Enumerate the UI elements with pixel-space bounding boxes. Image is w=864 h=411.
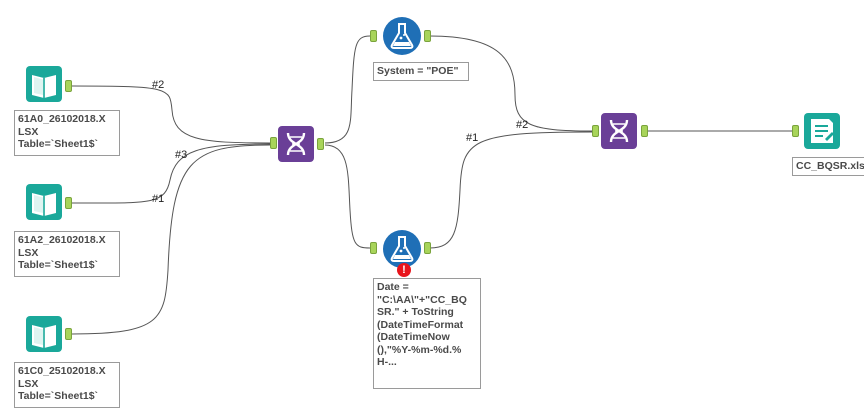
wire-union1-formula-bottom [324,144,371,249]
tool-annotation: 61A2_26102018.X LSX Table=`Sheet1$` [14,231,120,277]
wire-input1-union1 [71,85,271,144]
connection-label-c5: #1 [466,132,479,144]
output-anchor[interactable] [65,328,72,340]
dna-union-icon [278,126,314,162]
wire-input2-union1 [71,143,271,204]
tool-annotation: System = "POE" [373,62,469,81]
formula-tool-bottom[interactable] [382,229,422,269]
tool-annotation: CC_BQSR.xlsx [792,157,864,176]
output-anchor[interactable] [641,125,648,137]
output-tool[interactable] [803,112,841,150]
wire-formula-bottom-union2 [429,131,593,249]
tool-annotation: 61A0_26102018.X LSX Table=`Sheet1$` [14,110,120,156]
connection-label-c2: #1 [152,193,165,205]
formula-tool-top[interactable] [382,16,422,56]
input-tool-3[interactable] [25,315,63,353]
wire-input3-union1 [71,144,271,335]
connection-label-c4: #2 [516,119,529,131]
error-icon[interactable]: ! [397,263,411,277]
connection-label-c3: #3 [175,149,188,161]
output-file-icon [804,113,840,149]
input-anchor[interactable] [792,125,799,137]
connection-label-c1: #2 [152,79,165,91]
wire-formula-top-union2 [429,35,593,132]
flask-icon [383,230,421,268]
flask-icon [383,17,421,55]
output-anchor[interactable] [317,138,324,150]
union-tool-2[interactable] [600,112,638,150]
output-anchor[interactable] [424,242,431,254]
input-anchor[interactable] [370,30,377,42]
tool-annotation: Date = "C:\AA\"+"CC_BQ SR." + ToString (… [373,278,481,389]
output-anchor[interactable] [65,80,72,92]
input-tool-2[interactable] [25,183,63,221]
input-anchor[interactable] [370,242,377,254]
book-icon [26,184,62,220]
input-anchor[interactable] [592,125,599,137]
wire-union1-formula-top [324,35,371,144]
tool-annotation: 61C0_25102018.X LSX Table=`Sheet1$` [14,362,120,408]
book-icon [26,66,62,102]
output-anchor[interactable] [424,30,431,42]
union-tool-1[interactable] [277,125,315,163]
input-anchor[interactable] [270,137,277,149]
output-anchor[interactable] [65,197,72,209]
book-icon [26,316,62,352]
input-tool-1[interactable] [25,65,63,103]
dna-union-icon [601,113,637,149]
